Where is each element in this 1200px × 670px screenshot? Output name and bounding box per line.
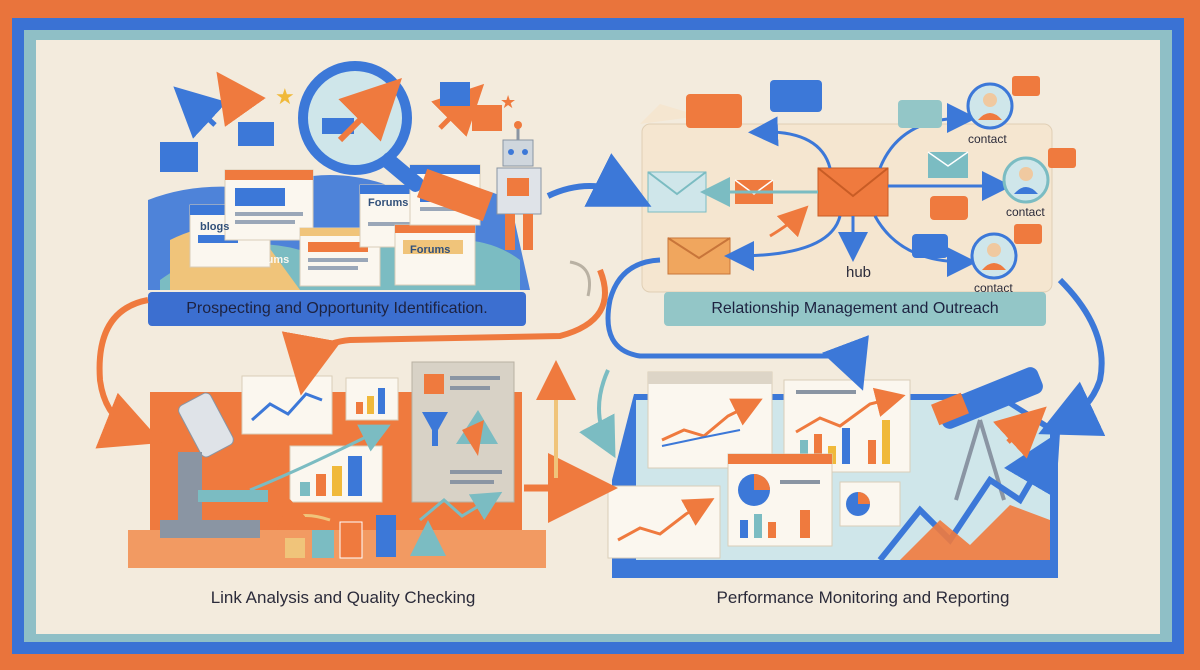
star-icon: ★ bbox=[500, 92, 516, 112]
flow-arrow bbox=[579, 369, 616, 459]
envelope-icon-right bbox=[927, 151, 969, 178]
flow-arrow bbox=[605, 257, 869, 391]
envelope-icon-bottom bbox=[667, 237, 731, 275]
magnifying-glass-icon bbox=[298, 61, 424, 192]
arrow-icon bbox=[173, 86, 227, 139]
speech-bubble-icon bbox=[1014, 224, 1042, 244]
label-contact-2: contact bbox=[1006, 205, 1045, 219]
star-icon: ★ bbox=[275, 84, 295, 109]
arrow-icon bbox=[216, 71, 266, 127]
speech-bubble-icon bbox=[160, 142, 198, 172]
contact-avatar-icon bbox=[970, 232, 1018, 280]
browser-window-main bbox=[224, 169, 314, 241]
flow-arrow bbox=[281, 268, 608, 396]
flow-arrow bbox=[569, 260, 591, 297]
microscope-icon bbox=[160, 392, 268, 538]
banner-prospecting bbox=[148, 292, 526, 326]
label-forums-3: Forums bbox=[410, 244, 451, 256]
label-contact-3: contact bbox=[974, 281, 1013, 295]
contact-avatar-icon bbox=[1002, 156, 1050, 204]
contact-avatar-icon bbox=[966, 82, 1014, 130]
chart-card-bars-small bbox=[345, 377, 399, 421]
speech-bubble-icon bbox=[770, 80, 822, 112]
dashboard-window-bottom bbox=[607, 485, 721, 559]
banner-relationship bbox=[664, 292, 1046, 326]
browser-window-forums-right bbox=[394, 224, 476, 286]
speech-bubble-icon bbox=[930, 196, 968, 220]
report-card bbox=[411, 361, 515, 503]
speech-bubble-icon bbox=[472, 105, 502, 131]
speech-bubble-icon bbox=[1048, 148, 1076, 168]
stage-title-performance: Performance Monitoring and Reporting bbox=[716, 588, 1010, 607]
speech-bubble-icon bbox=[898, 100, 942, 128]
chart-card-line bbox=[241, 375, 333, 435]
funnel-icon bbox=[422, 412, 448, 446]
label-forums-1: forums bbox=[252, 254, 290, 266]
envelope-icon-left bbox=[647, 171, 707, 213]
envelope-icon-hub bbox=[817, 167, 889, 217]
label-forums-2: Forums bbox=[368, 197, 409, 209]
browser-window-center bbox=[299, 227, 381, 287]
stage-title-link-analysis: Link Analysis and Quality Checking bbox=[210, 588, 476, 607]
speech-bubble-icon bbox=[912, 234, 948, 258]
speech-bubble-icon bbox=[1012, 76, 1040, 96]
link-analysis-illustration bbox=[128, 361, 546, 568]
dashboard-window-pie bbox=[727, 453, 833, 547]
speech-bubble-icon bbox=[686, 94, 742, 128]
code-bubble-icon bbox=[238, 122, 274, 146]
stage-title-prospecting: Prospecting and Opportunity Identificati… bbox=[186, 300, 488, 317]
robot-icon bbox=[496, 121, 542, 250]
code-bubble-icon bbox=[440, 82, 470, 106]
label-blogs: blogs bbox=[200, 221, 230, 233]
dashboard-window-left bbox=[647, 371, 773, 469]
performance-illustration bbox=[607, 367, 1061, 578]
flow-arrow bbox=[95, 297, 163, 449]
prospecting-illustration: ★ ★ ★ bbox=[148, 61, 542, 290]
flow-arrow bbox=[1038, 277, 1106, 436]
relationship-illustration bbox=[640, 76, 1076, 293]
chart-card-bars bbox=[289, 445, 383, 503]
pie-card bbox=[839, 481, 901, 527]
orange-paper-tag bbox=[416, 168, 494, 222]
label-hub: hub bbox=[846, 264, 872, 281]
telescope-icon bbox=[931, 367, 1043, 501]
flow-arrow bbox=[546, 153, 652, 207]
stage-title-relationship: Relationship Management and Outreach bbox=[711, 300, 999, 317]
label-contact-1: contact bbox=[968, 132, 1007, 146]
